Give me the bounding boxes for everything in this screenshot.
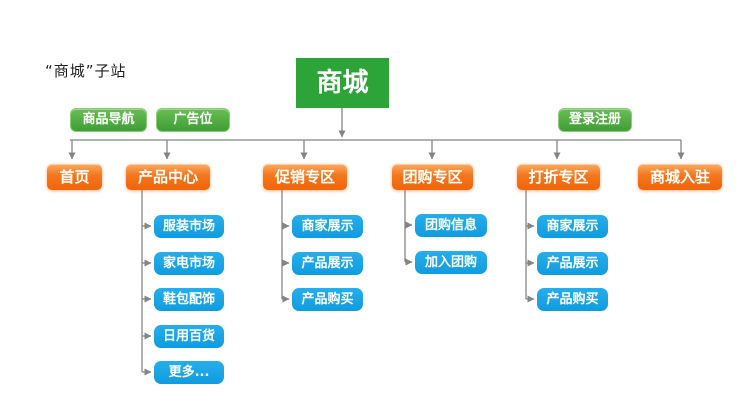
page-label: “商城”子站 xyxy=(45,62,127,80)
leaf-daily-goods: 日用百货 xyxy=(154,325,224,348)
leaf-product-display-promo: 产品展示 xyxy=(292,252,363,275)
leaf-appliance-market: 家电市场 xyxy=(154,252,224,275)
section-groupbuy-zone: 团购专区 xyxy=(392,164,473,190)
root-node-mall: 商城 xyxy=(296,58,389,108)
leaf-product-display-discount: 产品展示 xyxy=(537,252,608,275)
pill-ad-slot: 广告位 xyxy=(156,108,230,132)
section-home: 首页 xyxy=(47,164,102,190)
leaf-groupbuy-info: 团购信息 xyxy=(415,214,487,237)
leaf-product-purchase-promo: 产品购买 xyxy=(292,288,363,311)
leaf-clothing-market: 服装市场 xyxy=(154,215,224,238)
leaf-product-purchase-discount: 产品购买 xyxy=(537,288,608,311)
leaf-join-groupbuy: 加入团购 xyxy=(415,251,487,274)
leaf-more: 更多... xyxy=(154,361,224,384)
pill-login-register: 登录注册 xyxy=(558,108,632,132)
leaf-merchant-display-discount: 商家展示 xyxy=(537,215,608,238)
section-promotion-zone: 促销专区 xyxy=(263,164,347,190)
leaf-shoes-bags-accessories: 鞋包配饰 xyxy=(154,288,224,311)
leaf-merchant-display-promo: 商家展示 xyxy=(292,215,363,238)
section-discount-zone: 打折专区 xyxy=(517,164,600,190)
pill-product-navigation: 商品导航 xyxy=(70,108,147,132)
section-merchant-entry: 商城入驻 xyxy=(638,164,722,190)
section-product-center: 产品中心 xyxy=(126,164,210,190)
